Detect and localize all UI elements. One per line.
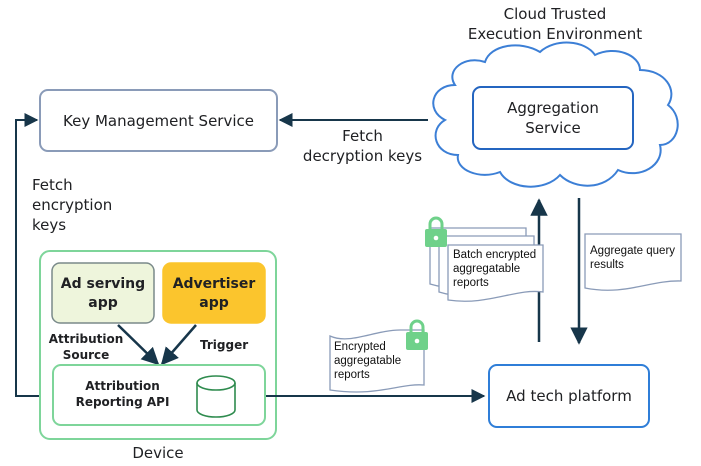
encrypted-line3: reports xyxy=(334,369,370,381)
fetch-decryption-line2: decryption keys xyxy=(302,147,423,165)
attribution-api-line1: Attribution xyxy=(85,379,160,393)
advertiser-line2: app xyxy=(199,295,229,311)
cloud-title-line2: Execution Environment xyxy=(467,25,643,43)
query-line2: results xyxy=(590,259,624,271)
aggregation-service-label: Aggregation Service xyxy=(473,98,633,138)
ad-serving-line1: Ad serving xyxy=(60,276,146,292)
fetch-encryption-arrow xyxy=(15,113,52,397)
query-results-text: Aggregate query results xyxy=(590,244,675,272)
advertiser-app-box xyxy=(162,262,266,324)
fetch-encryption-line1: Fetch xyxy=(32,176,73,194)
ad-tech-platform-label: Ad tech platform xyxy=(506,387,632,405)
fetch-encryption-label: Fetch encryption keys xyxy=(32,175,112,235)
advertiser-app-label: Advertiser app xyxy=(163,275,265,313)
attribution-source-line2: Source xyxy=(62,348,110,362)
attribution-reporting-api-label: Attribution Reporting API xyxy=(60,378,185,410)
trigger-arrow xyxy=(160,324,197,366)
encrypted-reports-document xyxy=(329,329,425,393)
ad-serving-line2: app xyxy=(88,295,118,311)
query-line1: Aggregate query xyxy=(590,245,676,257)
attribution-source-line1: Attribution xyxy=(48,332,124,346)
batch-line3: reports xyxy=(453,277,489,289)
cloud-title-line1: Cloud Trusted xyxy=(503,5,607,23)
fetch-decryption-line1: Fetch xyxy=(342,127,383,145)
aggregation-label-line2: Service xyxy=(525,119,581,137)
encrypted-line2: aggregatable xyxy=(334,355,402,367)
ad-tech-platform-box xyxy=(488,364,650,428)
attribution-api-line2: Reporting API xyxy=(75,395,170,409)
attribution-source-label: Attribution Source xyxy=(46,331,126,363)
encrypted-lock-icon xyxy=(406,319,428,350)
fetch-decryption-label: Fetch decryption keys xyxy=(295,126,430,166)
ad-serving-app-label: Ad serving app xyxy=(52,275,154,313)
key-management-label: Key Management Service xyxy=(63,112,254,130)
encrypted-reports-text: Encrypted aggregatable reports xyxy=(334,340,401,382)
encrypted-line1: Encrypted xyxy=(334,341,386,353)
attribution-source-arrow xyxy=(117,324,160,366)
key-management-box xyxy=(39,89,278,152)
batch-line2: aggregatable xyxy=(453,263,521,275)
batch-line1: Batch encrypted xyxy=(453,249,537,261)
database-icon xyxy=(196,375,236,418)
device-label: Device xyxy=(132,444,184,462)
trigger-label: Trigger xyxy=(200,338,249,352)
batch-reports-text: Batch encrypted aggregatable reports xyxy=(453,248,536,290)
fetch-encryption-line3: keys xyxy=(32,216,67,234)
cloud-title: Cloud Trusted Execution Environment xyxy=(445,4,665,44)
query-results-document xyxy=(584,233,682,291)
batch-lock-icon xyxy=(425,216,447,247)
ad-serving-app-box xyxy=(51,262,155,324)
aggregation-service-box xyxy=(472,86,634,150)
attribution-reporting-api-box xyxy=(52,364,266,426)
batch-reports-document xyxy=(429,227,544,302)
aggregation-label-line1: Aggregation xyxy=(507,99,599,117)
advertiser-line1: Advertiser xyxy=(172,276,256,292)
fetch-encryption-line2: encryption xyxy=(32,196,113,214)
